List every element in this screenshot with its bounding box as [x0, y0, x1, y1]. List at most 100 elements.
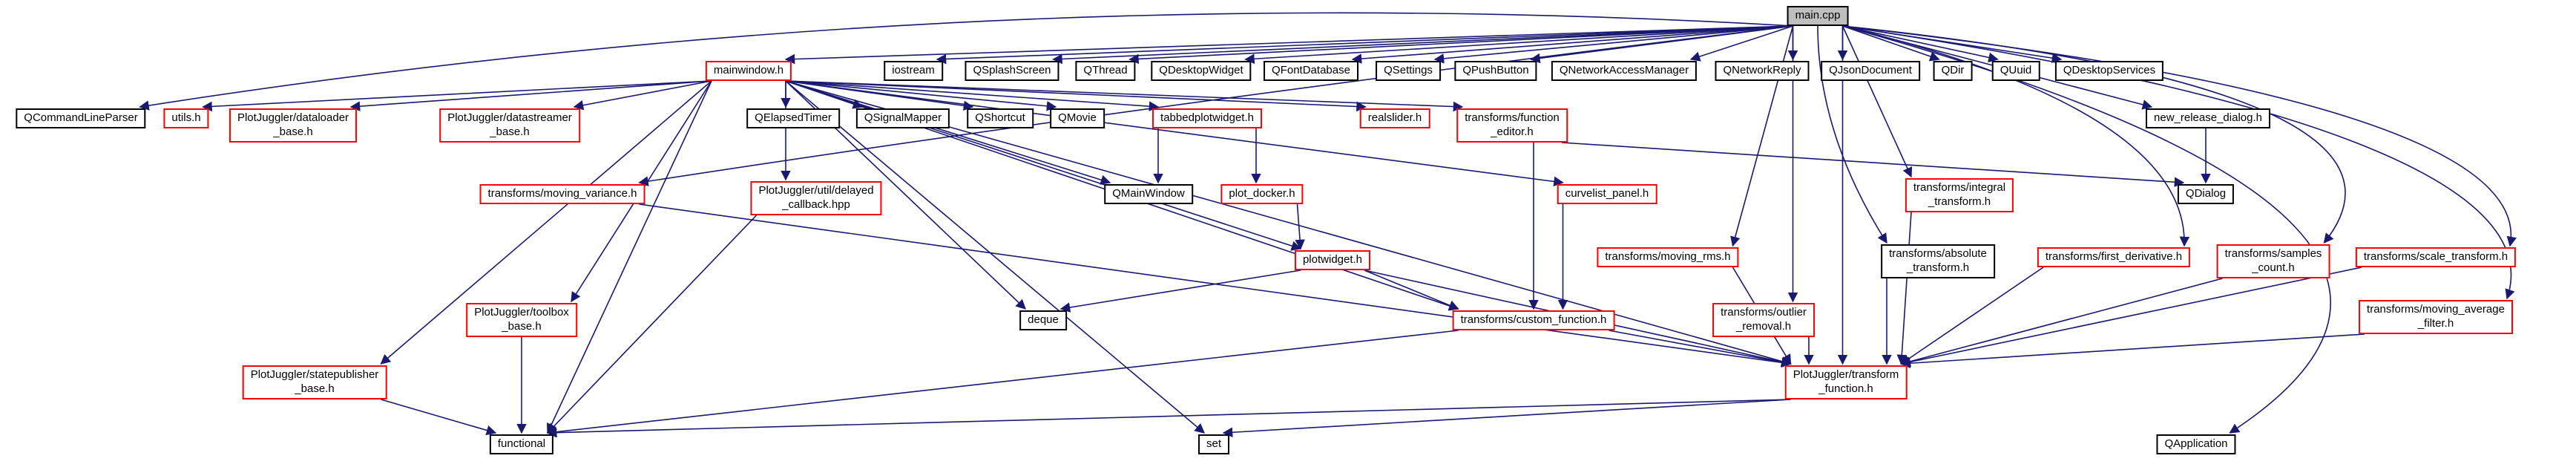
include-edge-custom_function-to-transform_function: [1609, 330, 1792, 368]
node-label: QJsonDocument: [1829, 64, 1912, 76]
include-edge-custom_function-to-functional: [546, 330, 1459, 437]
graph-node-transform_function[interactable]: PlotJuggler/transform_function.h: [1784, 365, 1908, 399]
graph-node-function_editor[interactable]: transforms/function_editor.h: [1456, 108, 1568, 143]
graph-node-quuid[interactable]: QUuid: [1991, 61, 2040, 81]
include-edge-mainwindow-to-set: [785, 80, 1206, 434]
node-label: _transform.h: [1928, 195, 1991, 208]
node-label: deque: [1028, 313, 1059, 326]
graph-node-qdesktopservices[interactable]: QDesktopServices: [2054, 61, 2164, 81]
graph-node-integral_transform[interactable]: transforms/integral_transform.h: [1905, 178, 2014, 212]
graph-node-qmovie[interactable]: QMovie: [1050, 108, 1105, 128]
graph-node-moving_variance[interactable]: transforms/moving_variance.h: [479, 184, 645, 204]
node-label: transforms/first_derivative.h: [2045, 250, 2183, 263]
graph-node-realslider[interactable]: realslider.h: [1359, 108, 1430, 128]
graph-node-moving_average_filter[interactable]: transforms/moving_average_filter.h: [2359, 300, 2513, 334]
graph-node-main[interactable]: main.cpp: [1787, 6, 1849, 26]
graph-node-qdialog[interactable]: QDialog: [2177, 184, 2235, 204]
graph-node-qthread[interactable]: QThread: [1075, 61, 1136, 81]
node-label: PlotJuggler/toolbox: [474, 306, 569, 319]
node-label: _base.h: [490, 125, 530, 138]
include-edge-moving_average_filter-to-transform_function: [1900, 333, 2365, 369]
graph-node-qdesktopwidget[interactable]: QDesktopWidget: [1151, 61, 1252, 81]
include-edge-mainwindow-to-statepublisher: [380, 80, 712, 365]
graph-node-qshortcut[interactable]: QShortcut: [967, 108, 1034, 128]
node-label: plot_docker.h: [1229, 187, 1295, 200]
graph-node-scale_transform[interactable]: transforms/scale_transform.h: [2355, 247, 2517, 267]
include-edge-scale_transform-to-transform_function: [1900, 267, 2362, 368]
graph-node-qapplication[interactable]: QApplication: [2156, 434, 2236, 454]
graph-node-deque[interactable]: deque: [1019, 310, 1067, 330]
node-label: mainwindow.h: [713, 64, 784, 76]
node-label: _filter.h: [2417, 316, 2454, 330]
node-label: QDialog: [2185, 187, 2227, 200]
node-label: _base.h: [273, 125, 313, 138]
node-label: transforms/outlier: [1721, 306, 1807, 319]
graph-node-qmainwindow[interactable]: QMainWindow: [1104, 184, 1193, 204]
graph-node-qsplashscreen[interactable]: QSplashScreen: [965, 61, 1059, 81]
graph-node-tabbedplotwidget[interactable]: tabbedplotwidget.h: [1152, 108, 1262, 128]
graph-node-qelapsedtimer[interactable]: QElapsedTimer: [746, 108, 840, 128]
graph-node-qjsondocument[interactable]: QJsonDocument: [1821, 61, 1920, 81]
include-edge-plotwidget-to-custom_function: [1364, 270, 1459, 310]
graph-node-iostream[interactable]: iostream: [884, 61, 943, 81]
graph-node-delayed_callback[interactable]: PlotJuggler/util/delayed_callback.hpp: [750, 181, 882, 215]
node-label: tabbedplotwidget.h: [1160, 111, 1254, 124]
graph-node-curvelist_panel[interactable]: curvelist_panel.h: [1557, 184, 1657, 204]
node-label: _function.h: [1818, 382, 1873, 395]
node-label: transforms/custom_function.h: [1460, 313, 1607, 326]
include-edge-main-to-qnetworkaccessmanager: [1689, 25, 1793, 62]
graph-node-qdir[interactable]: QDir: [1933, 61, 1973, 81]
graph-node-qsignalmapper[interactable]: QSignalMapper: [855, 108, 950, 128]
include-edge-statepublisher-to-functional: [381, 399, 497, 436]
graph-node-set[interactable]: set: [1197, 434, 1230, 454]
graph-node-datastreamer[interactable]: PlotJuggler/datastreamer_base.h: [439, 108, 580, 143]
include-edge-function_editor-to-qdialog: [1561, 142, 2185, 187]
graph-node-samples_count[interactable]: transforms/samples_count.h: [2216, 244, 2330, 278]
node-label: main.cpp: [1795, 9, 1841, 22]
node-label: QDesktopServices: [2063, 64, 2156, 76]
include-edge-delayed_callback-to-functional: [547, 215, 758, 434]
graph-node-statepublisher[interactable]: PlotJuggler/statepublisher_base.h: [242, 365, 387, 399]
graph-node-toolbox[interactable]: PlotJuggler/toolbox_base.h: [466, 303, 577, 337]
node-label: PlotJuggler/util/delayed: [758, 184, 874, 197]
node-label: QMainWindow: [1112, 187, 1185, 200]
graph-node-dataloader[interactable]: PlotJuggler/dataloader_base.h: [229, 108, 358, 143]
graph-node-first_derivative[interactable]: transforms/first_derivative.h: [2037, 247, 2191, 267]
include-edge-mainwindow-to-datastreamer: [573, 80, 712, 111]
include-edge-main-to-scale_transform: [1842, 25, 2517, 247]
include-edge-plot_docker-to-plotwidget: [1295, 203, 1305, 250]
graph-node-plotwidget[interactable]: plotwidget.h: [1294, 250, 1371, 270]
graph-node-qpushbutton[interactable]: QPushButton: [1454, 61, 1537, 81]
graph-node-qnetworkaccessmanager[interactable]: QNetworkAccessManager: [1551, 61, 1698, 81]
node-label: QMovie: [1058, 111, 1097, 124]
graph-node-qcommandlineparser[interactable]: QCommandLineParser: [16, 108, 146, 128]
node-label: utils.h: [171, 111, 201, 124]
graph-node-moving_rms[interactable]: transforms/moving_rms.h: [1597, 247, 1739, 267]
graph-node-custom_function[interactable]: transforms/custom_function.h: [1452, 310, 1615, 330]
graph-node-qfontdatabase[interactable]: QFontDatabase: [1264, 61, 1358, 81]
include-edge-main-to-qsplashscreen: [1052, 25, 1793, 65]
graph-node-new_release_dialog[interactable]: new_release_dialog.h: [2146, 108, 2270, 128]
node-label: curvelist_panel.h: [1565, 187, 1649, 200]
graph-node-qsettings[interactable]: QSettings: [1376, 61, 1441, 81]
node-label: transforms/scale_transform.h: [2363, 250, 2508, 263]
include-edge-main-to-qdir: [1842, 25, 1940, 62]
node-label: QCommandLineParser: [24, 111, 138, 124]
graph-node-qnetworkreply[interactable]: QNetworkReply: [1715, 61, 1810, 81]
graph-node-outlier_removal[interactable]: transforms/outlier_removal.h: [1712, 303, 1815, 337]
include-edge-main-to-iostream: [936, 25, 1793, 65]
graph-node-plot_docker[interactable]: plot_docker.h: [1220, 184, 1304, 204]
node-label: _editor.h: [1491, 125, 1534, 138]
node-label: _removal.h: [1735, 319, 1792, 333]
graph-node-functional[interactable]: functional: [489, 434, 554, 454]
node-label: transforms/absolute: [1889, 247, 1987, 260]
graph-node-mainwindow[interactable]: mainwindow.h: [705, 61, 792, 81]
node-label: transforms/moving_rms.h: [1605, 250, 1731, 263]
node-label: QSettings: [1384, 64, 1433, 76]
node-label: QPushButton: [1462, 64, 1529, 76]
graph-node-utils[interactable]: utils.h: [163, 108, 209, 128]
node-label: _count.h: [2252, 261, 2295, 274]
graph-node-absolute_transform[interactable]: transforms/absolute_transform.h: [1881, 244, 1995, 278]
node-label: iostream: [892, 64, 935, 76]
